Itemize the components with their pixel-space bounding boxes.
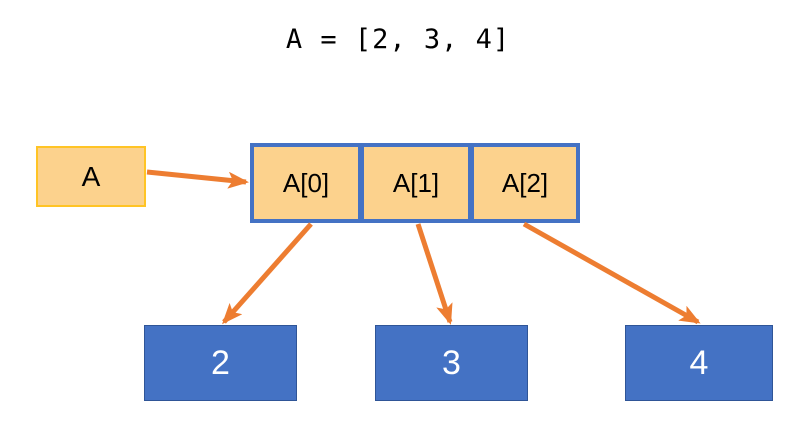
variable-box-label: A bbox=[81, 160, 101, 192]
array-cell-0: A[0] bbox=[250, 143, 362, 223]
cell0-to-value0-arrow bbox=[222, 222, 313, 325]
cell2-to-value2-arrow bbox=[522, 221, 701, 325]
array-cell-1-label: A[1] bbox=[392, 167, 440, 198]
variable-box-a: A bbox=[36, 146, 146, 207]
value-box-1: 3 bbox=[375, 325, 528, 401]
variable-to-array-arrow bbox=[146, 169, 249, 189]
array-cell-0-label: A[0] bbox=[282, 167, 330, 198]
value-box-2-label: 4 bbox=[689, 343, 709, 382]
value-box-2: 4 bbox=[625, 325, 773, 401]
value-box-1-label: 3 bbox=[442, 343, 461, 382]
value-box-0: 2 bbox=[144, 325, 297, 401]
array-cell-2-label: A[2] bbox=[501, 167, 549, 198]
value-box-0-label: 2 bbox=[211, 343, 230, 382]
cell1-to-value1-arrow bbox=[415, 223, 453, 325]
array-cell-1: A[1] bbox=[360, 143, 472, 223]
page-title: A = [2, 3, 4] bbox=[285, 24, 511, 55]
array-cell-2: A[2] bbox=[470, 143, 580, 223]
